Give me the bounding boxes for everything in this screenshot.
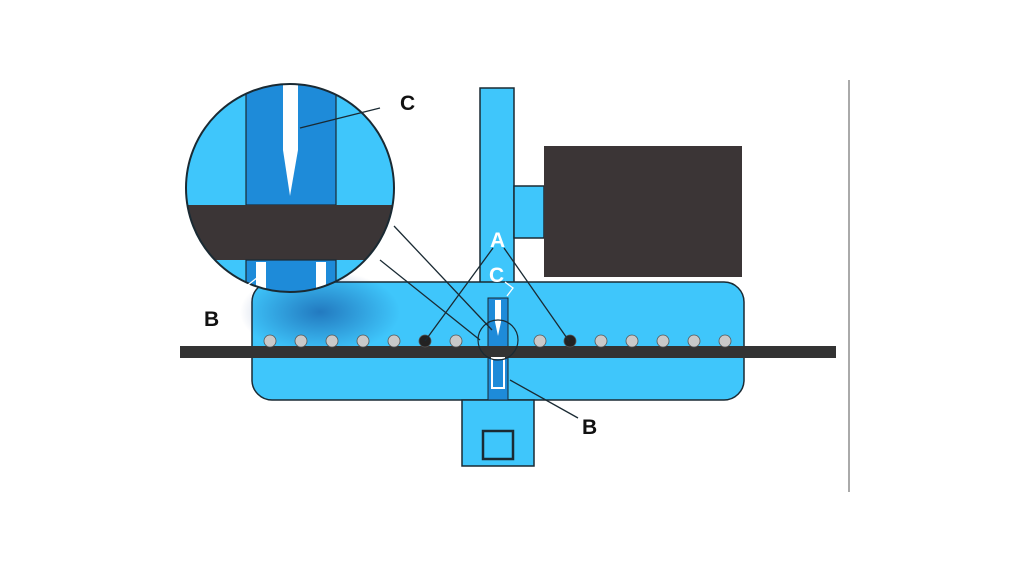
needle-icon (495, 300, 501, 336)
hole-row (263, 334, 732, 348)
leader-b-zoom (225, 273, 263, 303)
hole (325, 334, 339, 348)
hole (356, 334, 370, 348)
label-b-zoom: B (204, 308, 219, 331)
hole (449, 334, 463, 348)
hole (625, 334, 639, 348)
label-a: A (490, 229, 505, 252)
hole (387, 334, 401, 348)
label-c-mid: C (489, 264, 504, 287)
magnifier-lens (185, 83, 395, 293)
lens-line-2 (393, 225, 493, 331)
leader-a-right (503, 247, 570, 342)
hole (594, 334, 608, 348)
hole (656, 334, 670, 348)
hole (263, 334, 277, 348)
hole (533, 334, 547, 348)
hole (687, 334, 701, 348)
square-button-icon (481, 429, 515, 461)
motor-connector (513, 185, 545, 239)
bottom-block (461, 399, 535, 467)
belt-strip (180, 346, 836, 358)
hole (294, 334, 308, 348)
leader-c-zoom (299, 107, 381, 129)
lens-line-1 (379, 259, 481, 341)
motor-block (544, 146, 742, 277)
label-c-zoom: C (400, 92, 415, 115)
needle-slot (491, 357, 505, 389)
focus-circle (477, 319, 519, 361)
leader-c-mid (504, 281, 514, 297)
hole (718, 334, 732, 348)
leader-b-right (509, 379, 579, 419)
label-b-right: B (582, 416, 597, 439)
